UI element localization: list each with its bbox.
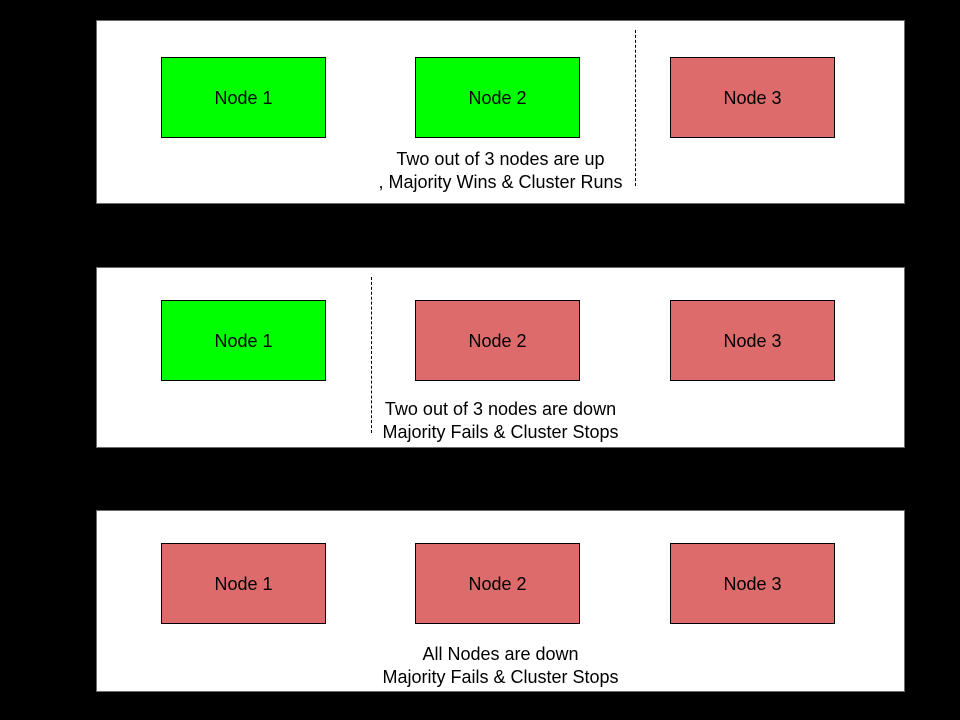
node-box: Node 3 [670,543,835,624]
node-label: Node 3 [723,330,782,351]
scenario-panel-all-nodes-down: Node 1 Node 2 Node 3 All Nodes are down … [96,510,905,692]
node-label: Node 3 [723,573,782,594]
partition-divider-dashed [635,30,636,186]
node-box: Node 1 [161,543,326,624]
node-label: Node 1 [214,330,273,351]
caption-line: Majority Fails & Cluster Stops [382,422,619,442]
scenario-caption: All Nodes are down Majority Fails & Clus… [97,643,904,689]
node-box: Node 3 [670,57,835,138]
caption-line: Majority Fails & Cluster Stops [382,667,619,687]
node-box: Node 3 [670,300,835,381]
partition-divider-dashed [371,277,372,433]
scenario-panel-two-nodes-up: Node 1 Node 2 Node 3 Two out of 3 nodes … [96,20,905,204]
caption-line: , Majority Wins & Cluster Runs [378,172,623,192]
node-box: Node 1 [161,300,326,381]
node-box: Node 2 [415,543,580,624]
caption-line: All Nodes are down [422,644,579,664]
caption-line: Two out of 3 nodes are up [396,149,605,169]
caption-line: Two out of 3 nodes are down [384,399,617,419]
node-label: Node 2 [468,573,527,594]
scenario-panel-two-nodes-down: Node 1 Node 2 Node 3 Two out of 3 nodes … [96,267,905,448]
scenario-caption: Two out of 3 nodes are up , Majority Win… [97,148,904,194]
node-label: Node 2 [468,330,527,351]
node-box: Node 2 [415,57,580,138]
node-box: Node 2 [415,300,580,381]
node-label: Node 3 [723,87,782,108]
node-label: Node 2 [468,87,527,108]
node-label: Node 1 [214,87,273,108]
node-box: Node 1 [161,57,326,138]
node-label: Node 1 [214,573,273,594]
scenario-caption: Two out of 3 nodes are down Majority Fai… [97,398,904,444]
